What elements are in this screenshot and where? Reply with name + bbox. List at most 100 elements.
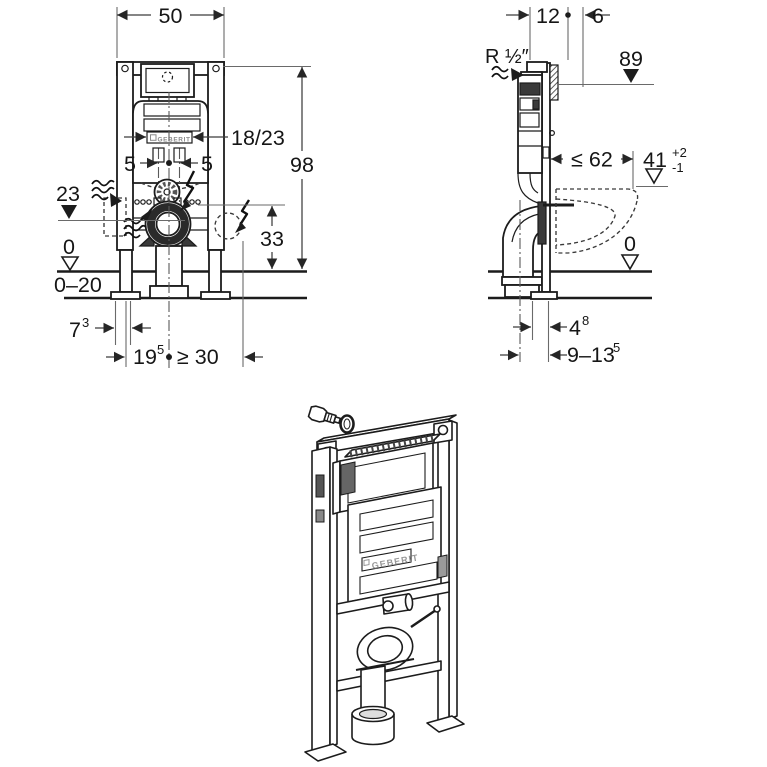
level-actuator-89: 89 [558,47,654,86]
wall-fixing-bracket [549,64,559,101]
right-rail-side [448,419,458,720]
pan-fixing-bracket [437,554,448,579]
front-view-elevation: GEBERIT [54,4,314,369]
frame-rail-profile [530,62,559,300]
level-marker-filled [61,205,77,219]
dim-outlet-wall-offset: 4 8 [513,301,589,362]
dim-5-right-label: 5 [201,152,213,176]
flush-actuator-opening [140,63,195,104]
level-0-label: 0 [624,232,636,256]
o-ring-seal [339,414,355,434]
left-rail-side [329,446,338,748]
dim-service-opening: 18/23 [124,126,285,150]
concealed-cistern: GEBERIT [132,100,209,191]
dim-min30-label: ≥ 30 [177,345,219,369]
right-leg [208,249,222,293]
dim-98-label: 98 [290,153,314,177]
dim-33-label: 33 [260,227,284,251]
supply-fitting [307,405,342,424]
level-marker-open [60,256,80,272]
flush-bend [517,172,547,245]
dim-4-sup: 8 [582,313,589,328]
foot-plate [530,291,558,300]
opening-box-side [332,460,341,515]
level-marker-open [644,168,664,185]
water-supply-wavy-arrow [123,208,153,239]
right-foot-plate [200,291,231,300]
level-89-label: 89 [619,47,643,71]
outlet-elbow [501,204,544,298]
right-foot-plate [426,715,465,733]
fill-valve-block [340,461,356,496]
level-marker-filled [623,69,639,83]
corner-screw-hole [437,424,449,436]
supply-arrow [511,68,524,81]
opening-pilot-hole [161,71,174,83]
rod-end [433,605,441,613]
dim-5-left-label: 5 [124,152,136,176]
dim-4-label: 4 [569,316,581,340]
cistern-logo-label: GEBERIT [157,137,190,144]
dim-outlet-height-33: 33 [198,204,285,269]
dim-50-label: 50 [159,4,183,28]
dim-19-label: 19 [133,345,157,369]
dim-9-13-sup: 5 [613,340,620,355]
level-41-sub: -1 [672,160,684,175]
level-marker-open [620,254,640,271]
floor-buildup-label: 0–20 [54,273,102,297]
lightning-bolt-icon [180,170,196,211]
o-ring-inner [343,418,351,430]
logo-square-icon [363,559,370,567]
level-0-label: 0 [63,235,75,259]
dim-62-label: ≤ 62 [571,148,613,172]
logo-square-icon [150,134,157,141]
dim-top-offsets: 12 6 [506,4,610,87]
water-connection-label: R ½″ [485,46,529,68]
outlet-bend-ring [356,626,414,672]
dim-9-13-label: 9–13 [567,343,615,367]
dim-height-98: 98 [223,65,314,269]
level-41-label: 41 [643,148,667,172]
cistern-panel [359,521,434,554]
dim-supply-offset: 7 3 [69,301,151,345]
wc-pan-outline-dashed [555,188,639,254]
left-foot-plate [110,291,141,300]
rail-bracket [315,474,325,498]
socket-body [351,714,395,746]
level-floor-side: 0 [620,232,640,271]
cistern-panel [359,561,438,595]
dim-6-label: 6 [592,4,604,28]
water-connection-callout: R ½″ [485,46,529,81]
dim-18-23-label: 18/23 [231,126,285,150]
fixing-rod [410,608,437,629]
left-foot-plate [304,743,347,762]
socket-lip [501,276,543,286]
dim-width-50: 50 [116,4,225,58]
inlet-elbow [382,593,414,615]
iso-view-3d: GEBERIT [304,405,465,762]
dim-19-sup: 5 [157,342,164,357]
rail-bracket [315,509,325,523]
side-view-section: 12 6 R ½″ 89 ≤ 62 41 +2 [485,4,687,367]
dim-center-and-clearance: 19 5 ≥ 30 [106,241,263,369]
cistern-panel [143,103,201,117]
opening-box-ribs [349,434,437,458]
fill-valve-cap [526,61,548,73]
dim-7-label: 7 [69,318,81,342]
dim-12-label: 12 [536,4,560,28]
service-opening-box [361,548,412,572]
level-41-sup: +2 [672,145,687,160]
corner-screw-hole [212,64,220,73]
corner-screw-hole [121,64,129,73]
socket-bore [358,708,388,720]
cistern-panel [143,118,201,132]
dim-7-sup: 3 [82,315,89,330]
level-pan-top-41: 41 +2 -1 [636,145,687,188]
dim-actuator-offsets: 5 5 [124,152,213,176]
dim-pan-depth: ≤ 62 [551,148,634,189]
protection-plate [537,201,547,245]
level-supply-23: 23 [56,182,185,222]
ring-clamp [355,658,415,671]
